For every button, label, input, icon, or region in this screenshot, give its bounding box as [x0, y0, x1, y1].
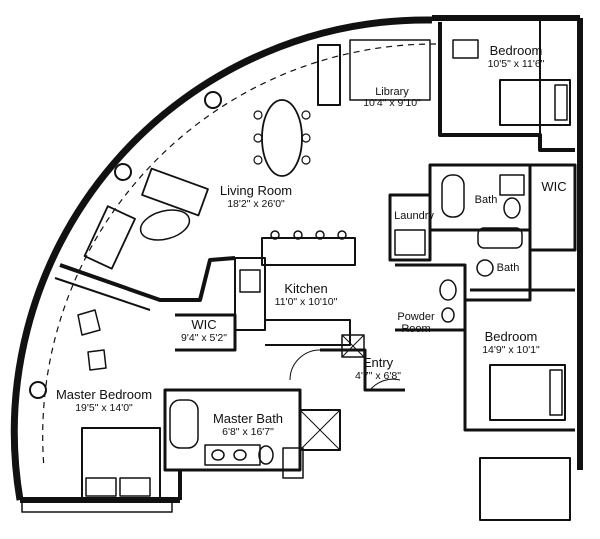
dining-table [261, 99, 303, 177]
bottom-balcony [21, 499, 173, 513]
room-name: Living Room [219, 183, 293, 198]
room-powder: Powder Room [397, 275, 434, 353]
curved-exterior-wall [10, 16, 433, 501]
sofa [141, 167, 209, 217]
room-dims: 10'4" x 9'10" [363, 97, 421, 110]
room-name: WIC [541, 179, 567, 194]
coffee-table [139, 209, 191, 241]
room-name: Bedroom [484, 329, 538, 344]
room-name: Library [375, 86, 409, 98]
bed-top [499, 79, 571, 126]
room-name: Bath [496, 262, 520, 274]
sofa-left [83, 205, 136, 270]
room-name: Bedroom [489, 43, 543, 58]
room-dims: 9'4" x 5'2" [181, 331, 227, 344]
kitchen-island [261, 237, 356, 266]
room-wic-right: WIC [541, 179, 567, 195]
room-bedroom-top: Bedroom 10'5" x 11'6" [487, 43, 545, 70]
room-laundry: Laundry [394, 210, 434, 222]
room-dims: 10'5" x 11'6" [487, 57, 545, 70]
room-dims: 4'7" x 6'8" [355, 369, 401, 382]
library-walls [349, 39, 431, 101]
room-bedroom-right: Bedroom 14'9" x 10'1" [482, 329, 540, 356]
room-name: Master Bath [212, 411, 284, 426]
room-name: WIC [191, 317, 217, 332]
room-bath-top: Bath [475, 194, 498, 206]
room-name: Bath [474, 194, 498, 206]
room-dims: 6'8" x 16'7" [222, 425, 274, 438]
curved-balcony-line [42, 43, 437, 469]
room-dims: 19'5" x 14'0" [75, 401, 133, 414]
bed-right [489, 364, 566, 421]
room-kitchen: Kitchen 11'0" x 10'10" [274, 281, 338, 308]
room-name: Powder Room [397, 310, 435, 336]
room-name: Entry [362, 355, 394, 370]
room-name: Laundry [394, 210, 434, 222]
room-wic-left: WIC 9'4" x 5'2" [181, 317, 227, 344]
room-name: Kitchen [284, 281, 328, 296]
room-master-bedroom: Master Bedroom 19'5" x 14'0" [55, 387, 153, 414]
room-dims: 18'2" x 26'0" [227, 197, 285, 210]
right-balcony [479, 457, 571, 521]
room-dims: 14'9" x 10'1" [482, 343, 540, 356]
room-master-bath: Master Bath 6'8" x 16'7" [212, 411, 284, 438]
master-bed [81, 427, 161, 499]
room-bath-mid: Bath [497, 262, 520, 274]
room-dims: 11'0" x 10'10" [274, 295, 338, 308]
room-living-room: Living Room 18'2" x 26'0" [219, 183, 293, 210]
room-name: Master Bedroom [55, 387, 153, 402]
room-entry: Entry 4'7" x 6'8" [355, 355, 401, 382]
room-library: Library 10'4" x 9'10" [363, 86, 421, 110]
